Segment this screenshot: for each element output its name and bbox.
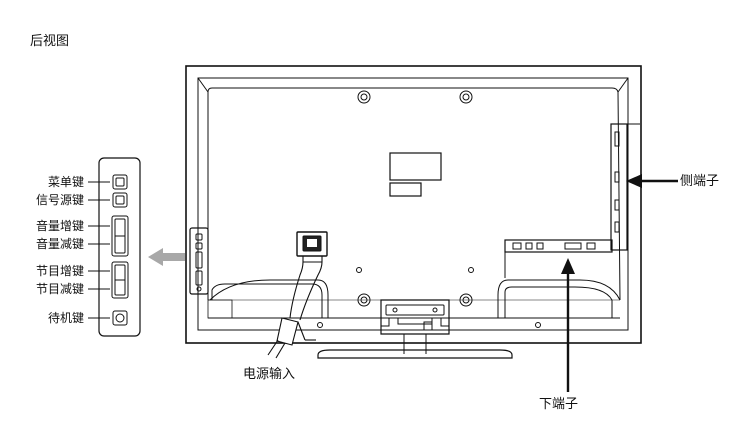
label-plate-small xyxy=(389,182,422,197)
label-volume-up-key: 音量增键 xyxy=(35,219,84,233)
standby-key-icon xyxy=(112,310,128,326)
label-plate xyxy=(389,152,442,181)
label-menu-key: 菜单键 xyxy=(47,175,84,189)
side-key-bracket xyxy=(189,227,209,295)
grey-arrow-icon xyxy=(148,248,185,266)
power-socket xyxy=(296,231,328,257)
label-power-input: 电源输入 xyxy=(243,367,296,382)
tv-back-panel xyxy=(185,65,642,344)
diagram-title: 后视图 xyxy=(30,34,70,49)
volume-rocker-icon xyxy=(111,215,129,257)
source-key-icon xyxy=(112,192,128,208)
bottom-port-arrow-icon xyxy=(561,258,575,274)
label-bottom-ports: 下端子 xyxy=(539,397,579,412)
label-channel-up-key: 节目增键 xyxy=(35,264,84,278)
label-standby-key: 待机键 xyxy=(47,311,84,325)
side-port-arrow-icon xyxy=(626,174,642,188)
button-panel xyxy=(88,157,141,337)
channel-rocker-icon xyxy=(111,261,129,299)
label-side-ports: 侧端子 xyxy=(680,174,720,189)
label-channel-down-key: 节目减键 xyxy=(35,282,84,296)
tv-stand xyxy=(317,299,513,359)
power-cord xyxy=(267,256,323,359)
side-terminal-block xyxy=(610,123,640,251)
label-volume-down-key: 音量减键 xyxy=(35,237,84,251)
mounting-screws xyxy=(317,90,541,328)
menu-key-icon xyxy=(112,174,128,190)
bottom-terminal-block xyxy=(504,239,613,278)
label-source-key: 信号源键 xyxy=(35,193,84,207)
